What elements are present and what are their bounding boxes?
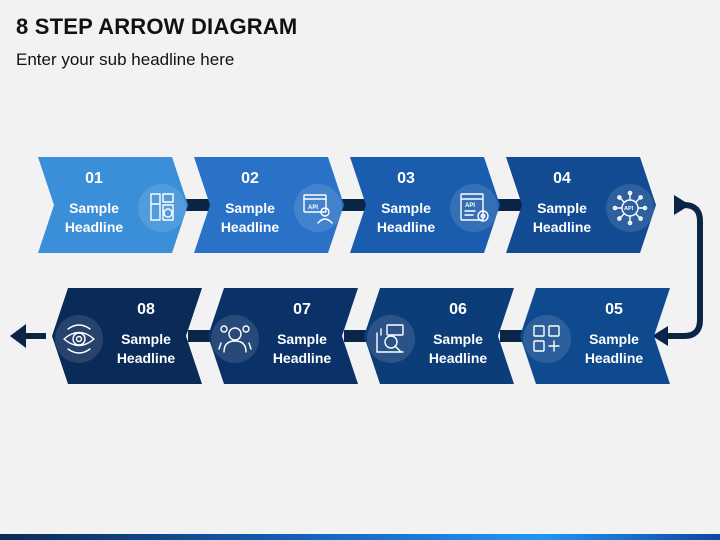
step-label-line2: Headline bbox=[273, 350, 332, 366]
data-analysis-icon bbox=[376, 324, 404, 353]
step-05-shape bbox=[520, 288, 670, 384]
step-label-line2: Headline bbox=[221, 219, 280, 235]
step-label-line2: Headline bbox=[585, 350, 644, 366]
page-title: 8 STEP ARROW DIAGRAM bbox=[16, 14, 298, 39]
user-gear-icon bbox=[218, 325, 252, 353]
step-03-shape bbox=[350, 157, 500, 253]
step-label-line2: Headline bbox=[377, 219, 436, 235]
step-label-line1: Sample bbox=[433, 331, 483, 347]
step-06-shape bbox=[364, 288, 514, 384]
exit-arrowhead-left-icon bbox=[10, 324, 26, 348]
step-02-icon-circle bbox=[294, 184, 342, 232]
step-label-line2: Headline bbox=[65, 219, 124, 235]
step-06-icon-circle bbox=[367, 315, 415, 363]
step-label-line1: Sample bbox=[537, 200, 587, 216]
step-number: 06 bbox=[449, 301, 467, 318]
step-01-shape bbox=[38, 157, 188, 253]
exit-line bbox=[24, 333, 46, 339]
svg-text:API: API bbox=[308, 205, 318, 211]
u-turn-connector bbox=[668, 202, 703, 339]
step-08-shape bbox=[52, 288, 202, 384]
step-05-icon-circle bbox=[523, 315, 571, 363]
connector-3-4 bbox=[490, 199, 528, 211]
bottom-accent-bar bbox=[0, 534, 720, 540]
appliances-icon bbox=[150, 193, 174, 221]
step-08-icon-circle bbox=[55, 315, 103, 363]
step-label-line1: Sample bbox=[69, 200, 119, 216]
step-number: 03 bbox=[397, 170, 415, 187]
step-07-shape bbox=[208, 288, 358, 384]
step-label-line2: Headline bbox=[429, 350, 488, 366]
page-subtitle: Enter your sub headline here bbox=[16, 50, 235, 69]
step-label-line2: Headline bbox=[117, 350, 176, 366]
steps-layer: 01SampleHeadlineAPI02SampleHeadlineAPI03… bbox=[38, 157, 670, 384]
step-number: 04 bbox=[553, 170, 571, 187]
step-label-line1: Sample bbox=[277, 331, 327, 347]
step-02-shape bbox=[194, 157, 344, 253]
svg-text:API: API bbox=[624, 206, 634, 212]
svg-text:API: API bbox=[465, 203, 475, 209]
step-label-line1: Sample bbox=[589, 331, 639, 347]
step-07-icon-circle bbox=[211, 315, 259, 363]
step-number: 07 bbox=[293, 301, 311, 318]
u-turn-arrowhead-top bbox=[674, 195, 690, 215]
vision-eye-icon bbox=[63, 324, 95, 354]
u-turn-arrowhead-bottom bbox=[652, 326, 668, 346]
step-number: 08 bbox=[137, 301, 155, 318]
api-network-icon: API bbox=[612, 190, 648, 226]
step-label-line2: Headline bbox=[533, 219, 592, 235]
step-label-line1: Sample bbox=[121, 331, 171, 347]
step-number: 01 bbox=[85, 170, 103, 187]
connector-2-3 bbox=[334, 199, 372, 211]
step-label-line1: Sample bbox=[225, 200, 275, 216]
step-number: 05 bbox=[605, 301, 623, 318]
api-settings-icon: API bbox=[460, 193, 489, 222]
api-developer-icon: API bbox=[303, 194, 333, 224]
add-app-grid-icon bbox=[533, 325, 560, 352]
step-number: 02 bbox=[241, 170, 259, 187]
step-04-shape bbox=[506, 157, 656, 253]
step-label-line1: Sample bbox=[381, 200, 431, 216]
connector-1-2 bbox=[178, 199, 216, 211]
step-01-icon-circle bbox=[138, 184, 186, 232]
